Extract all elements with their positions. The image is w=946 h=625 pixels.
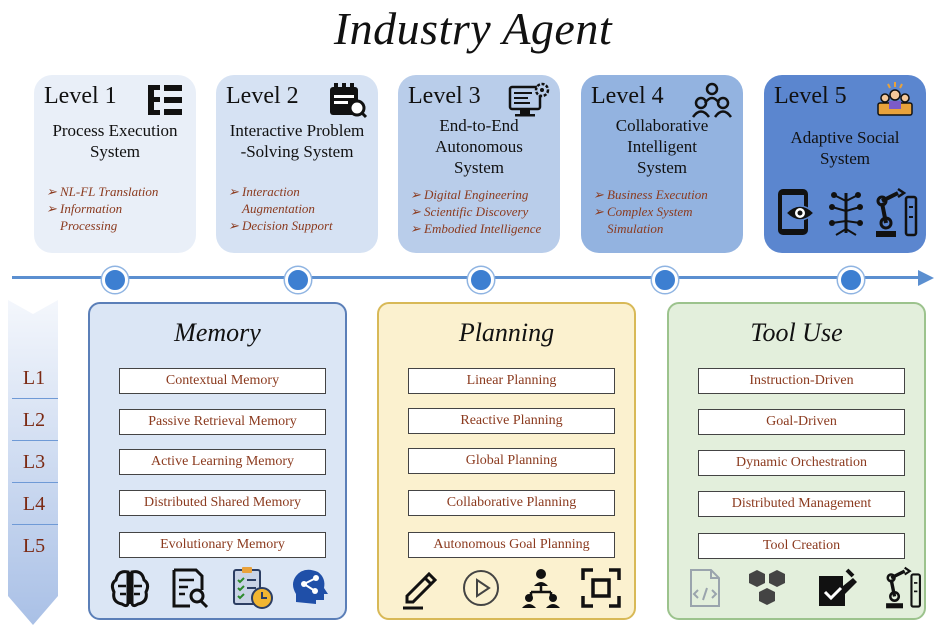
planning-panel: Planning Linear Planning Reactive Planni… [377,302,636,620]
side-level-l3: L3 [22,451,46,473]
tool-use-item: Tool Creation [698,533,905,559]
diagram-title: Industry Agent [333,3,613,54]
memory-item: Evolutionary Memory [119,532,326,558]
robot-arm-icon [886,566,921,609]
process-list-icon [148,85,182,115]
planning-panel-title: Planning [458,318,555,347]
monitor-gear-icon [508,82,550,117]
memory-item: Distributed Shared Memory [119,490,326,516]
tool-use-panel: Tool Use Instruction-Driven Goal-Driven … [667,302,926,620]
planning-item: Linear Planning [408,368,615,394]
toolbox-check-icon [819,568,857,606]
memory-panel-title: Memory [174,318,261,347]
level-2-card: Level 2 Interactive Problem-Solving Syst… [216,75,378,253]
play-circle-icon [463,570,499,606]
list-item: ➢Decision Support [228,218,333,233]
level-2-name: Interactive Problem-Solving System [229,121,365,161]
memory-panel: Memory Contextual Memory Passive Retriev… [88,302,347,620]
tool-use-item: Dynamic Orchestration [698,450,905,476]
pencil-icon [403,571,438,610]
tool-use-panel-title: Tool Use [750,318,843,347]
team-icon [691,82,733,118]
level-3-title: Level 3 [408,83,481,109]
list-item: ➢Embodied Intelligence [410,221,542,236]
memory-item: Active Learning Memory [119,449,326,475]
list-item: ➢Business Execution [593,187,708,202]
award-team-icon [877,82,913,116]
checklist-clock-icon [233,567,273,609]
tool-use-item: Goal-Driven [698,409,905,435]
level-4-title: Level 4 [591,83,664,109]
timeline-dot-level-3 [468,267,494,293]
robot-arm-icon [876,187,918,237]
neural-tree-icon [829,192,863,236]
side-level-divider [12,440,58,441]
side-level-divider [12,398,58,399]
side-level-divider [12,524,58,525]
level-5-title: Level 5 [774,83,847,109]
list-item: ➢NL-FL Translation [46,184,159,199]
timeline-dot-level-4 [652,267,678,293]
phone-eye-icon [778,189,816,235]
side-level-divider [12,482,58,483]
side-level-l5: L5 [22,535,46,557]
document-search-icon [172,568,209,609]
planning-item: Reactive Planning [408,408,615,434]
planning-item: Collaborative Planning [408,490,615,516]
level-3-items: ➢Digital Engineering ➢Scientific Discove… [408,186,554,237]
calendar-search-icon [330,83,368,119]
tool-use-item: Distributed Management [698,491,905,517]
timeline-dot-level-1 [102,267,128,293]
tool-use-item: Instruction-Driven [698,368,905,394]
level-progression-arrow [8,300,58,625]
memory-item: Passive Retrieval Memory [119,409,326,435]
org-chart-icon [522,569,560,608]
head-network-icon [293,569,328,604]
memory-item: Contextual Memory [119,368,326,394]
timeline-dot-level-5 [838,267,864,293]
level-1-title: Level 1 [44,83,117,109]
side-level-l2: L2 [22,409,46,431]
level-2-title: Level 2 [226,83,299,109]
list-item: ➢Scientific Discovery [410,204,529,219]
list-item: ➢Digital Engineering [410,187,529,202]
brain-icon [110,570,150,608]
focus-frame-icon [581,568,621,608]
timeline-arrowhead [918,270,934,286]
side-level-l4: L4 [22,493,46,515]
hexagons-icon [749,570,785,605]
side-level-l1: L1 [22,367,46,389]
code-file-icon [690,569,720,607]
timeline-dot-level-2 [285,267,311,293]
planning-item: Autonomous Goal Planning [408,532,615,558]
planning-item: Global Planning [408,448,615,474]
